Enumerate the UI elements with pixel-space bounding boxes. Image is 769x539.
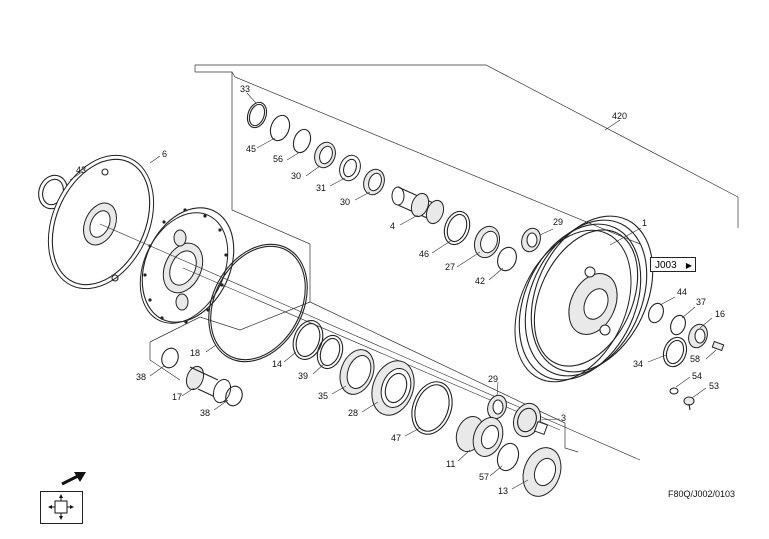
part-29-bearing-lower <box>487 394 507 420</box>
part-13-gear <box>522 447 562 497</box>
callout-16: 16 <box>715 309 725 319</box>
part-29-bearing-upper <box>521 227 541 253</box>
callout-1: 1 <box>642 218 647 228</box>
part-38-o-ring-upper <box>161 347 179 369</box>
view-direction-arrow-icon <box>61 472 86 486</box>
callout-11: 11 <box>446 459 455 469</box>
part-31-spacer <box>339 154 361 182</box>
callout-30-a: 30 <box>291 171 301 181</box>
part-47-circlip <box>411 381 453 435</box>
callout-labels: 420 1 3 4 6 11 13 14 16 17 18 27 28 29 2… <box>76 84 725 496</box>
callout-38-b: 38 <box>200 408 210 418</box>
callout-28: 28 <box>348 408 358 418</box>
callout-58: 58 <box>690 354 700 364</box>
callout-37: 37 <box>696 297 706 307</box>
callout-4: 4 <box>390 221 395 231</box>
callout-31: 31 <box>316 183 326 193</box>
part-39b-ring <box>316 334 344 370</box>
part-57-ring <box>496 442 520 472</box>
part-44-ring <box>648 302 664 324</box>
assembly-frame-420 <box>149 64 739 453</box>
part-42-ring <box>497 246 517 272</box>
part-58-screw <box>711 340 725 352</box>
part-33-ring <box>246 101 268 129</box>
part-39-ring <box>292 320 324 360</box>
part-1-pulley <box>514 215 654 383</box>
callout-29-lower: 29 <box>488 374 498 384</box>
part-3-gear-shaft <box>512 402 549 438</box>
callout-3: 3 <box>561 413 566 423</box>
callout-14: 14 <box>272 359 282 369</box>
part-27-bearing <box>473 225 501 259</box>
callout-44: 44 <box>677 287 687 297</box>
part-56-ring <box>292 128 312 154</box>
part-4-shaft <box>391 186 445 225</box>
link-tag-label: J003 <box>655 260 677 271</box>
callout-43: 43 <box>76 165 86 175</box>
callout-34: 34 <box>633 359 643 369</box>
callout-42: 42 <box>475 276 485 286</box>
callout-30-b: 30 <box>340 197 350 207</box>
part-11-gear <box>455 416 504 457</box>
part-38-o-ring-lower <box>225 385 243 407</box>
callout-57: 57 <box>479 472 489 482</box>
callout-13: 13 <box>498 486 508 496</box>
part-16-cap <box>688 323 708 349</box>
navigation-box[interactable] <box>40 491 83 524</box>
callout-47: 47 <box>391 433 401 443</box>
leader-lines <box>69 92 717 490</box>
play-triangle-icon: ▶ <box>685 261 692 270</box>
part-28-bearing <box>371 360 415 416</box>
callout-54: 54 <box>692 371 702 381</box>
part-34-seal <box>662 336 688 368</box>
part-37-ring <box>670 314 686 336</box>
callout-29-upper: 29 <box>553 217 563 227</box>
callout-46: 46 <box>419 249 429 259</box>
part-14-gasket <box>208 243 308 363</box>
callout-17: 17 <box>172 392 182 402</box>
link-tag-j003[interactable]: J003 ▶ <box>650 257 696 272</box>
callout-45: 45 <box>246 144 256 154</box>
callout-56: 56 <box>273 154 283 164</box>
callout-35: 35 <box>318 391 328 401</box>
drawing-reference: F80Q/J002/0103 <box>668 489 736 499</box>
part-53-bolt <box>683 396 695 411</box>
part-35-seal <box>339 349 375 395</box>
part-45-circlip <box>269 114 291 142</box>
callout-39: 39 <box>298 371 308 381</box>
callout-420: 420 <box>612 111 627 121</box>
part-30-bearing-b <box>363 168 385 196</box>
part-30-bearing-a <box>314 141 336 169</box>
part-6-cover-plate <box>47 154 155 290</box>
callout-53: 53 <box>709 381 719 391</box>
callout-33: 33 <box>240 84 250 94</box>
callout-18: 18 <box>190 348 200 358</box>
part-46-circlip <box>443 210 471 246</box>
callout-38-a: 38 <box>136 372 146 382</box>
callout-27: 27 <box>445 262 455 272</box>
part-54-washer <box>669 387 679 395</box>
callout-6: 6 <box>162 149 167 159</box>
